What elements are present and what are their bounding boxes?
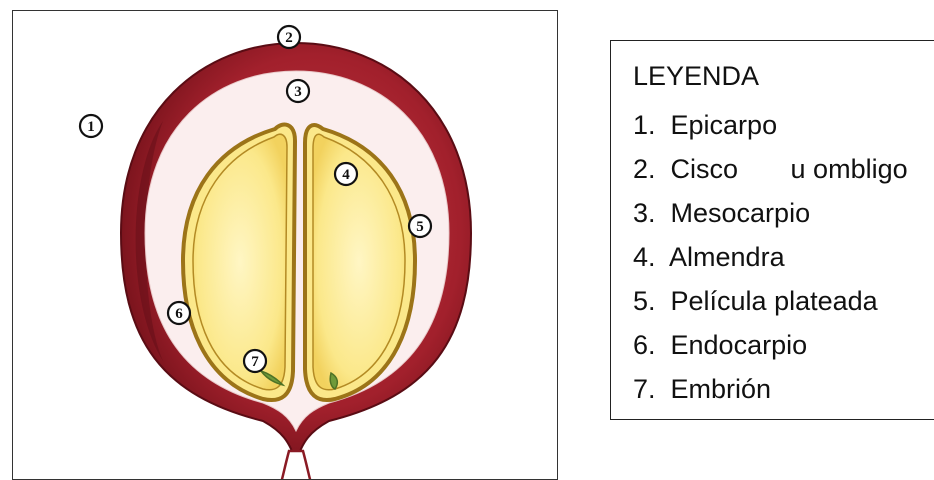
label-3-marker: 3 <box>287 80 309 102</box>
legend-box: LEYENDA 1. Epicarpo 2. Cisco u ombligo 3… <box>610 40 934 420</box>
legend-item-cisco: 2. Cisco u ombligo <box>633 147 908 191</box>
legend-item-embrion: 7. Embrión <box>633 367 908 411</box>
label-2-marker: 2 <box>278 26 300 48</box>
svg-text:2: 2 <box>285 30 293 46</box>
stem-shape <box>281 451 311 480</box>
label-7-marker: 7 <box>244 350 266 372</box>
svg-text:1: 1 <box>87 119 95 135</box>
legend-item-almendra: 4. Almendra <box>633 235 908 279</box>
label-4-marker: 4 <box>335 163 357 185</box>
label-5-marker: 5 <box>409 215 431 237</box>
svg-text:5: 5 <box>416 219 424 235</box>
legend-item-mesocarpio: 3. Mesocarpio <box>633 191 908 235</box>
label-1-marker: 1 <box>80 115 102 137</box>
legend-item-epicarpo: 1. Epicarpo <box>633 103 908 147</box>
label-6-marker: 6 <box>168 302 190 324</box>
svg-text:4: 4 <box>342 167 350 183</box>
svg-text:7: 7 <box>251 354 259 370</box>
legend-title: LEYENDA <box>633 61 759 92</box>
svg-text:6: 6 <box>175 306 183 322</box>
coffee-cherry-illustration: 1 2 3 4 5 6 7 <box>13 11 558 480</box>
legend-list: 1. Epicarpo 2. Cisco u ombligo 3. Mesoca… <box>633 103 908 411</box>
legend-item-endocarpio: 6. Endocarpio <box>633 323 908 367</box>
legend-item-pelicula: 5. Película plateada <box>633 279 908 323</box>
coffee-cherry-diagram: 1 2 3 4 5 6 7 <box>12 10 558 480</box>
svg-text:3: 3 <box>294 84 302 100</box>
